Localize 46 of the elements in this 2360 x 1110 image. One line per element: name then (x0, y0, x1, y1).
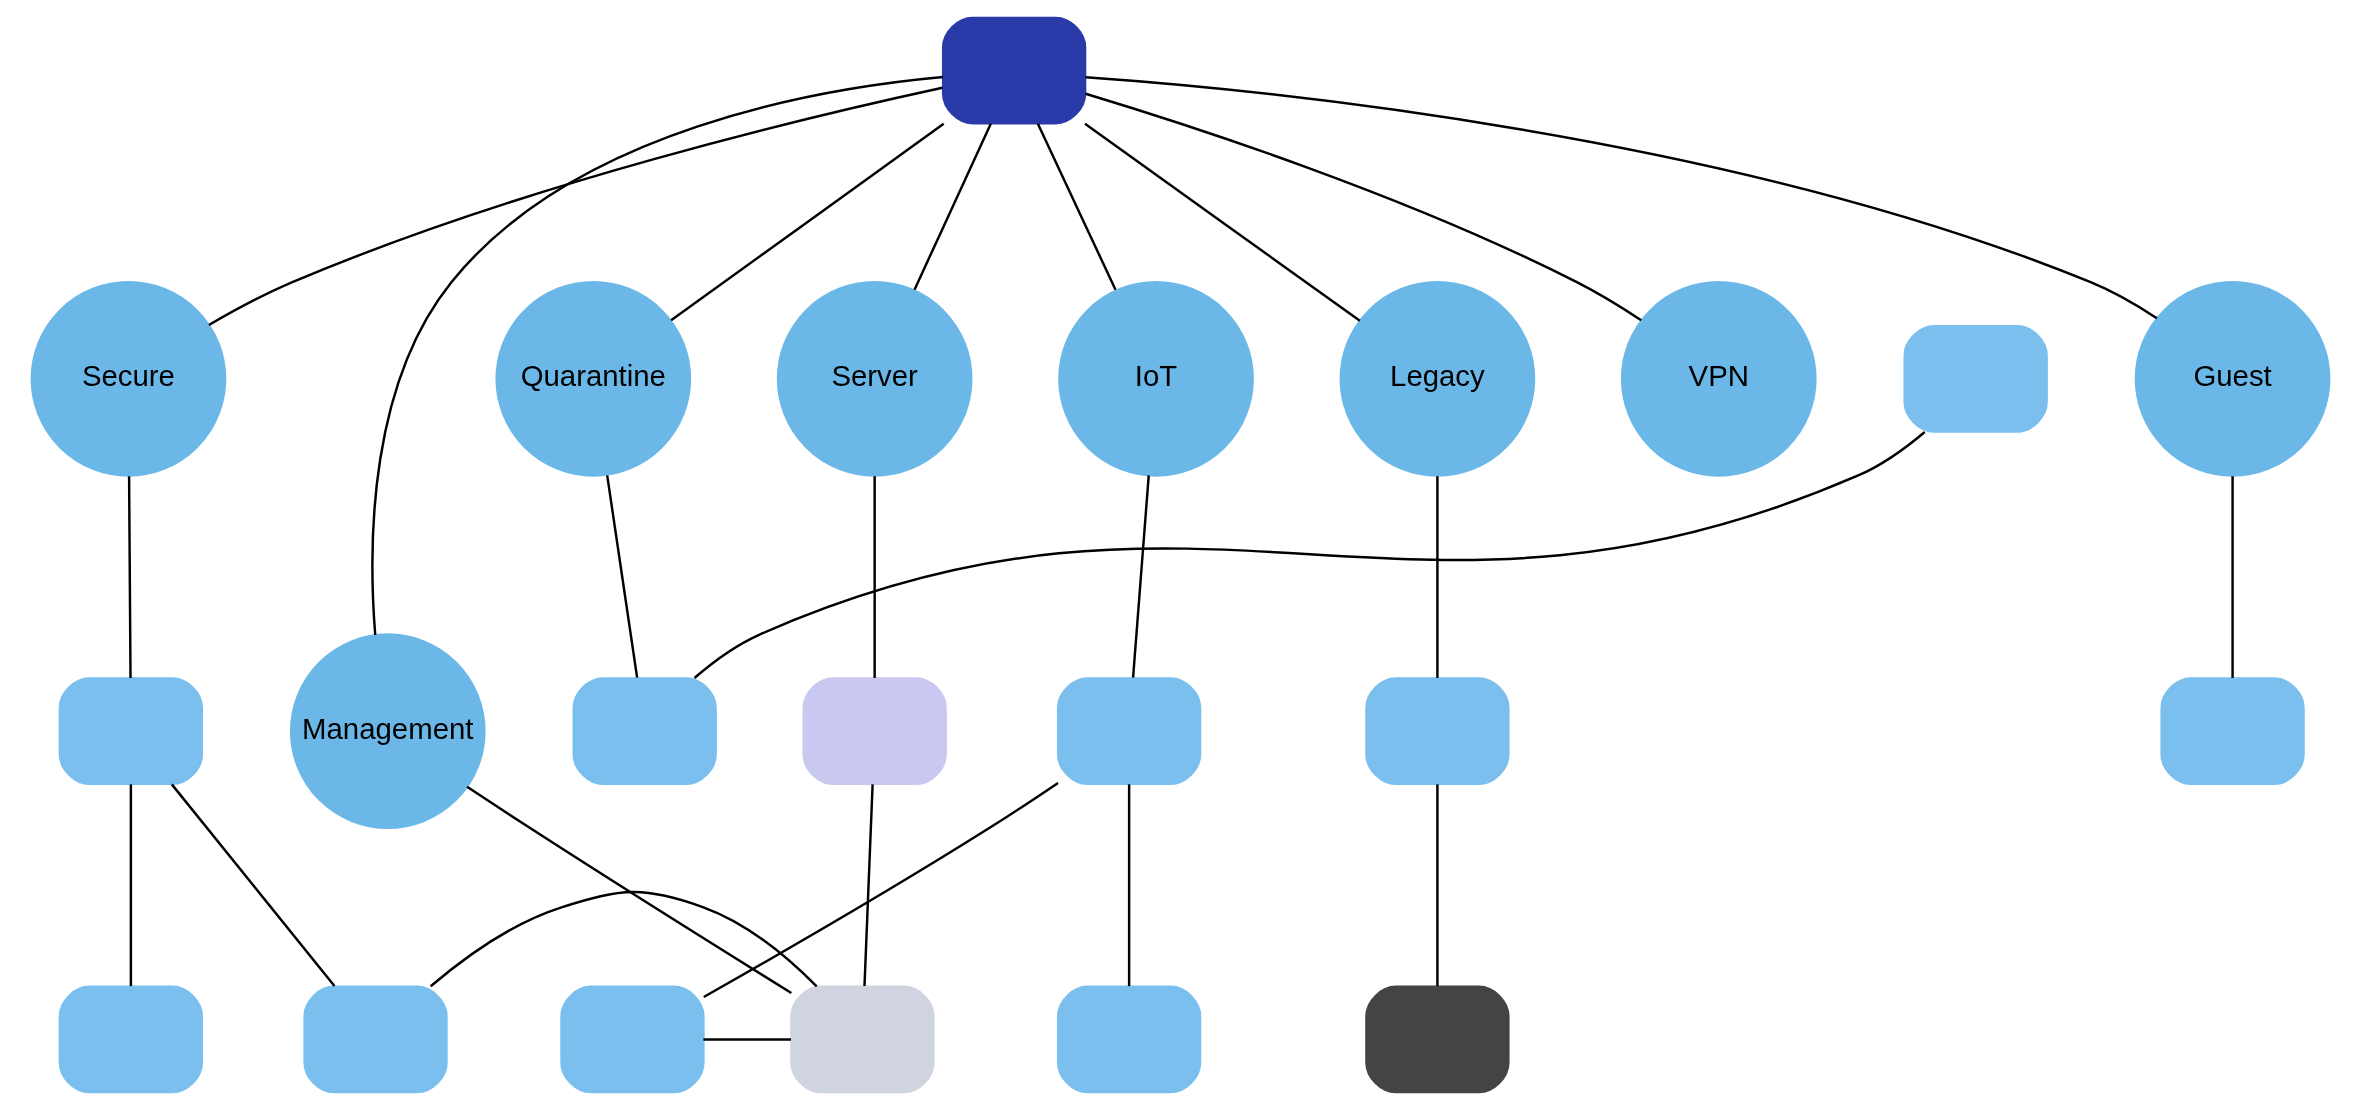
connector (370, 75, 943, 636)
node-box (1903, 325, 2048, 433)
connector (1083, 122, 1361, 322)
node-circle: Quarantine (494, 280, 691, 477)
connector (702, 781, 1059, 999)
node-box (1056, 985, 1201, 1094)
node-box (2159, 677, 2305, 785)
connector (605, 475, 638, 678)
node-box (1364, 985, 1510, 1094)
node-circle: Guest (2134, 280, 2330, 477)
node-box (802, 677, 947, 785)
node-circle: VPN (1620, 280, 1817, 477)
connector (912, 123, 992, 291)
connector (669, 122, 944, 322)
connector (1127, 784, 1130, 987)
node-box (302, 985, 448, 1094)
connector (1131, 475, 1150, 678)
connector (127, 476, 132, 678)
connector (1084, 92, 1642, 322)
connector (429, 890, 818, 988)
node-box (1364, 677, 1510, 785)
connector (862, 784, 874, 987)
connector (872, 476, 876, 678)
node-circle: Server (776, 280, 973, 477)
connector (1435, 476, 1439, 678)
node-box (789, 985, 935, 1094)
connector (207, 86, 943, 327)
connector (1036, 123, 1117, 291)
node-circle: Secure (30, 280, 226, 477)
node-box (1056, 677, 1201, 785)
connector (693, 431, 1925, 679)
node-box (58, 985, 203, 1094)
connector (170, 783, 335, 987)
connector (702, 1038, 791, 1041)
connector (465, 785, 792, 995)
node-circle: IoT (1057, 280, 1254, 477)
node-box (559, 985, 705, 1094)
connector (1435, 784, 1439, 987)
connector (2230, 476, 2234, 678)
node-box (941, 16, 1086, 125)
node-box (572, 677, 717, 785)
node-circle: Management (289, 633, 486, 830)
node-box (58, 677, 203, 785)
node-circle: Legacy (1339, 280, 1535, 477)
connector (1084, 76, 2157, 320)
connector (129, 784, 132, 987)
